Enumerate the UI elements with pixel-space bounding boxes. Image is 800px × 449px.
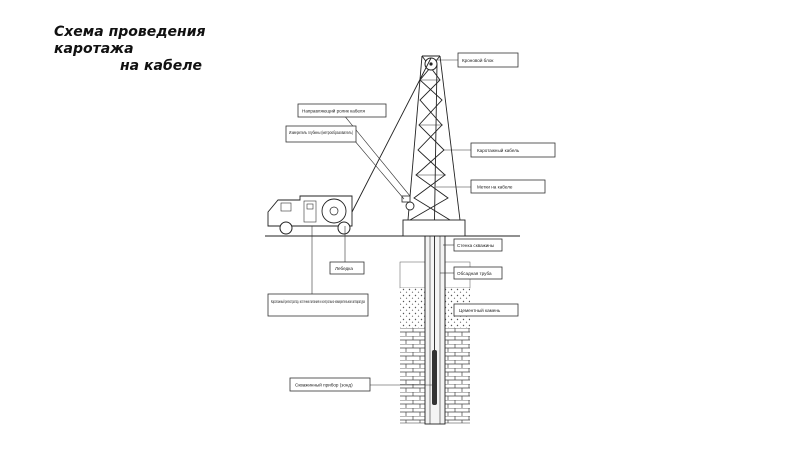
label-cable-mark: Метки на кабеле bbox=[470, 179, 546, 194]
label-depth-counter: Измеритель глубины (метрообразователь) bbox=[285, 125, 357, 143]
svg-text:Обсадная труба: Обсадная труба bbox=[457, 271, 492, 276]
svg-text:Измеритель глубины (метрообраз: Измеритель глубины (метрообразователь) bbox=[289, 130, 353, 135]
label-logging-cable: Каротажный кабель bbox=[470, 142, 556, 158]
diagram-title: Схема проведения каротажа на кабеле bbox=[54, 24, 206, 75]
svg-text:Кроновой блок: Кроновой блок bbox=[462, 57, 494, 63]
logging-cable bbox=[351, 57, 438, 221]
title-line-1: Схема проведения bbox=[54, 24, 206, 40]
svg-text:Скважинный прибор (зонд): Скважинный прибор (зонд) bbox=[295, 382, 353, 388]
label-well-wall: Стенка скважины bbox=[453, 238, 503, 252]
label-cement: Цементный камень bbox=[453, 303, 519, 317]
truck-wheel-rear bbox=[337, 221, 351, 235]
label-cable-guide: Направляющий ролик кабеля bbox=[297, 103, 387, 118]
title-line-3: на кабеле bbox=[120, 58, 202, 74]
label-casing: Обсадная труба bbox=[453, 266, 503, 280]
cable-guide-roller bbox=[405, 201, 415, 211]
label-derrick-block: Кроновой блок bbox=[457, 52, 519, 68]
truck-wheel-front bbox=[279, 221, 293, 235]
logging-truck bbox=[267, 195, 353, 235]
svg-text:Каротажный кабель: Каротажный кабель bbox=[477, 147, 520, 153]
svg-text:Метки на кабеле: Метки на кабеле bbox=[477, 185, 513, 190]
label-winch: Лебедка bbox=[329, 261, 365, 275]
svg-text:Лебедка: Лебедка bbox=[335, 266, 353, 271]
crown-block-axle bbox=[429, 62, 433, 66]
title-line-2: каротажа bbox=[54, 41, 134, 57]
derrick bbox=[407, 55, 461, 221]
svg-text:Направляющий ролик кабеля: Направляющий ролик кабеля bbox=[302, 108, 365, 114]
svg-text:Стенка скважины: Стенка скважины bbox=[457, 243, 494, 248]
logging-tool bbox=[432, 350, 437, 405]
svg-text:Цементный камень: Цементный камень bbox=[459, 307, 501, 313]
leader-lines bbox=[311, 59, 471, 386]
soil-layers bbox=[399, 261, 471, 424]
well-platform bbox=[402, 219, 466, 237]
depth-counter bbox=[401, 195, 411, 203]
label-tool: Скважинный прибор (зонд) bbox=[289, 377, 371, 392]
label-station: Каротажный регистратор, источник питания… bbox=[267, 293, 369, 317]
svg-text:Каротажный регистратор, источн: Каротажный регистратор, источник питания… bbox=[271, 298, 365, 304]
